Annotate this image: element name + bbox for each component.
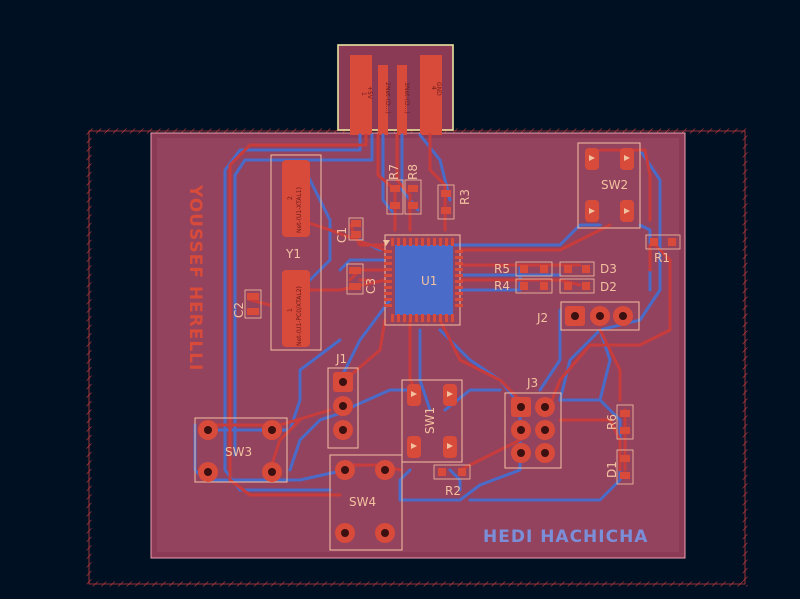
c1-capacitor[interactable]: C1 — [335, 217, 364, 243]
sw4-label: SW4 — [349, 495, 376, 509]
y1-pad1-number: 1 — [287, 308, 294, 312]
r2-resistor[interactable]: R2 — [433, 464, 471, 498]
silkscreen-bottom-name: HEDI HACHICHA — [483, 527, 648, 547]
y1-label: Y1 — [285, 247, 301, 261]
j1-header[interactable]: J1 — [327, 352, 359, 449]
usb-pin-2-net: Net-(D...) — [384, 86, 391, 114]
sw3-switch[interactable]: SW3 — [194, 417, 288, 483]
r7-label: R7 — [387, 164, 401, 180]
usb-pin-4-number: 4 — [430, 86, 437, 90]
y1-pad2-number: 2 — [287, 196, 294, 200]
sw2-label: SW2 — [601, 178, 628, 192]
j3-label: J3 — [526, 376, 538, 390]
d2-label: D2 — [600, 280, 617, 294]
usb-pin-3-number: 3 — [403, 82, 410, 86]
r6-resistor[interactable]: R6 — [605, 404, 634, 440]
d3-label: D3 — [600, 262, 617, 276]
d1-led[interactable]: D1 — [605, 449, 634, 485]
j2-label: J2 — [536, 311, 548, 325]
usb-pin-2-number: 2 — [384, 82, 391, 86]
sw2-switch[interactable]: SW2 — [577, 142, 641, 229]
y1-crystal[interactable]: 2 Net-(U1-XTAL1) 1 Net-(U1-PC0/XTAL2) Y1 — [270, 154, 322, 351]
usb-pin-4-net: GND — [435, 82, 442, 96]
usb-pin-4[interactable] — [420, 55, 442, 135]
j1-label: J1 — [335, 352, 347, 366]
r1-label: R1 — [654, 251, 670, 265]
r4-label: R4 — [494, 279, 510, 293]
usb-connector[interactable]: 1 +5V 2 Net-(D...) 3 Net-(D...) 4 GND — [337, 44, 454, 135]
u1-microcontroller[interactable]: U1 — [383, 234, 463, 326]
r7-resistor[interactable]: R7 — [386, 164, 404, 215]
j3-header[interactable]: J3 — [504, 376, 562, 469]
y1-pad1-net: Net-(U1-PC0/XTAL2) — [296, 286, 303, 346]
c2-capacitor[interactable]: C2 — [232, 289, 262, 319]
r2-label: R2 — [445, 484, 461, 498]
c3-capacitor[interactable]: C3 — [346, 263, 378, 295]
r8-label: R8 — [406, 164, 420, 180]
board-courtyard-hatch — [86, 128, 748, 587]
usb-pin-1-net: +5V — [366, 86, 373, 100]
usb-pin-3-net: Net-(D...) — [403, 86, 410, 114]
sw3-label: SW3 — [225, 445, 252, 459]
c2-label: C2 — [232, 302, 246, 318]
usb-pin-2[interactable] — [378, 65, 388, 135]
silkscreen-vertical-name: YOUSSEF HERELLI — [185, 184, 205, 371]
sw1-label: SW1 — [423, 407, 437, 434]
usb-pin-1[interactable] — [350, 55, 372, 135]
c1-label: C1 — [335, 227, 349, 243]
u1-label: U1 — [421, 274, 437, 288]
r1-resistor[interactable]: R1 — [645, 234, 681, 265]
r4-resistor[interactable]: R4 — [494, 278, 553, 294]
r5-resistor[interactable]: R5 — [494, 261, 553, 277]
usb-pin-1-number: 1 — [360, 92, 367, 96]
sw4-switch[interactable]: SW4 — [329, 454, 403, 551]
r3-resistor[interactable]: R3 — [437, 184, 472, 220]
d3-led[interactable]: D3 — [559, 261, 617, 277]
y1-pad2-net: Net-(U1-XTAL1) — [296, 187, 303, 233]
d1-label: D1 — [605, 461, 619, 478]
r5-label: R5 — [494, 262, 510, 276]
r6-label: R6 — [605, 414, 619, 430]
c3-label: C3 — [364, 278, 378, 294]
d2-led[interactable]: D2 — [559, 278, 617, 294]
j2-header[interactable]: J2 — [536, 301, 640, 331]
usb-pin-3[interactable] — [397, 65, 407, 135]
r8-resistor[interactable]: R8 — [404, 164, 422, 215]
sw1-switch[interactable]: SW1 — [401, 379, 463, 463]
r3-label: R3 — [458, 189, 472, 205]
